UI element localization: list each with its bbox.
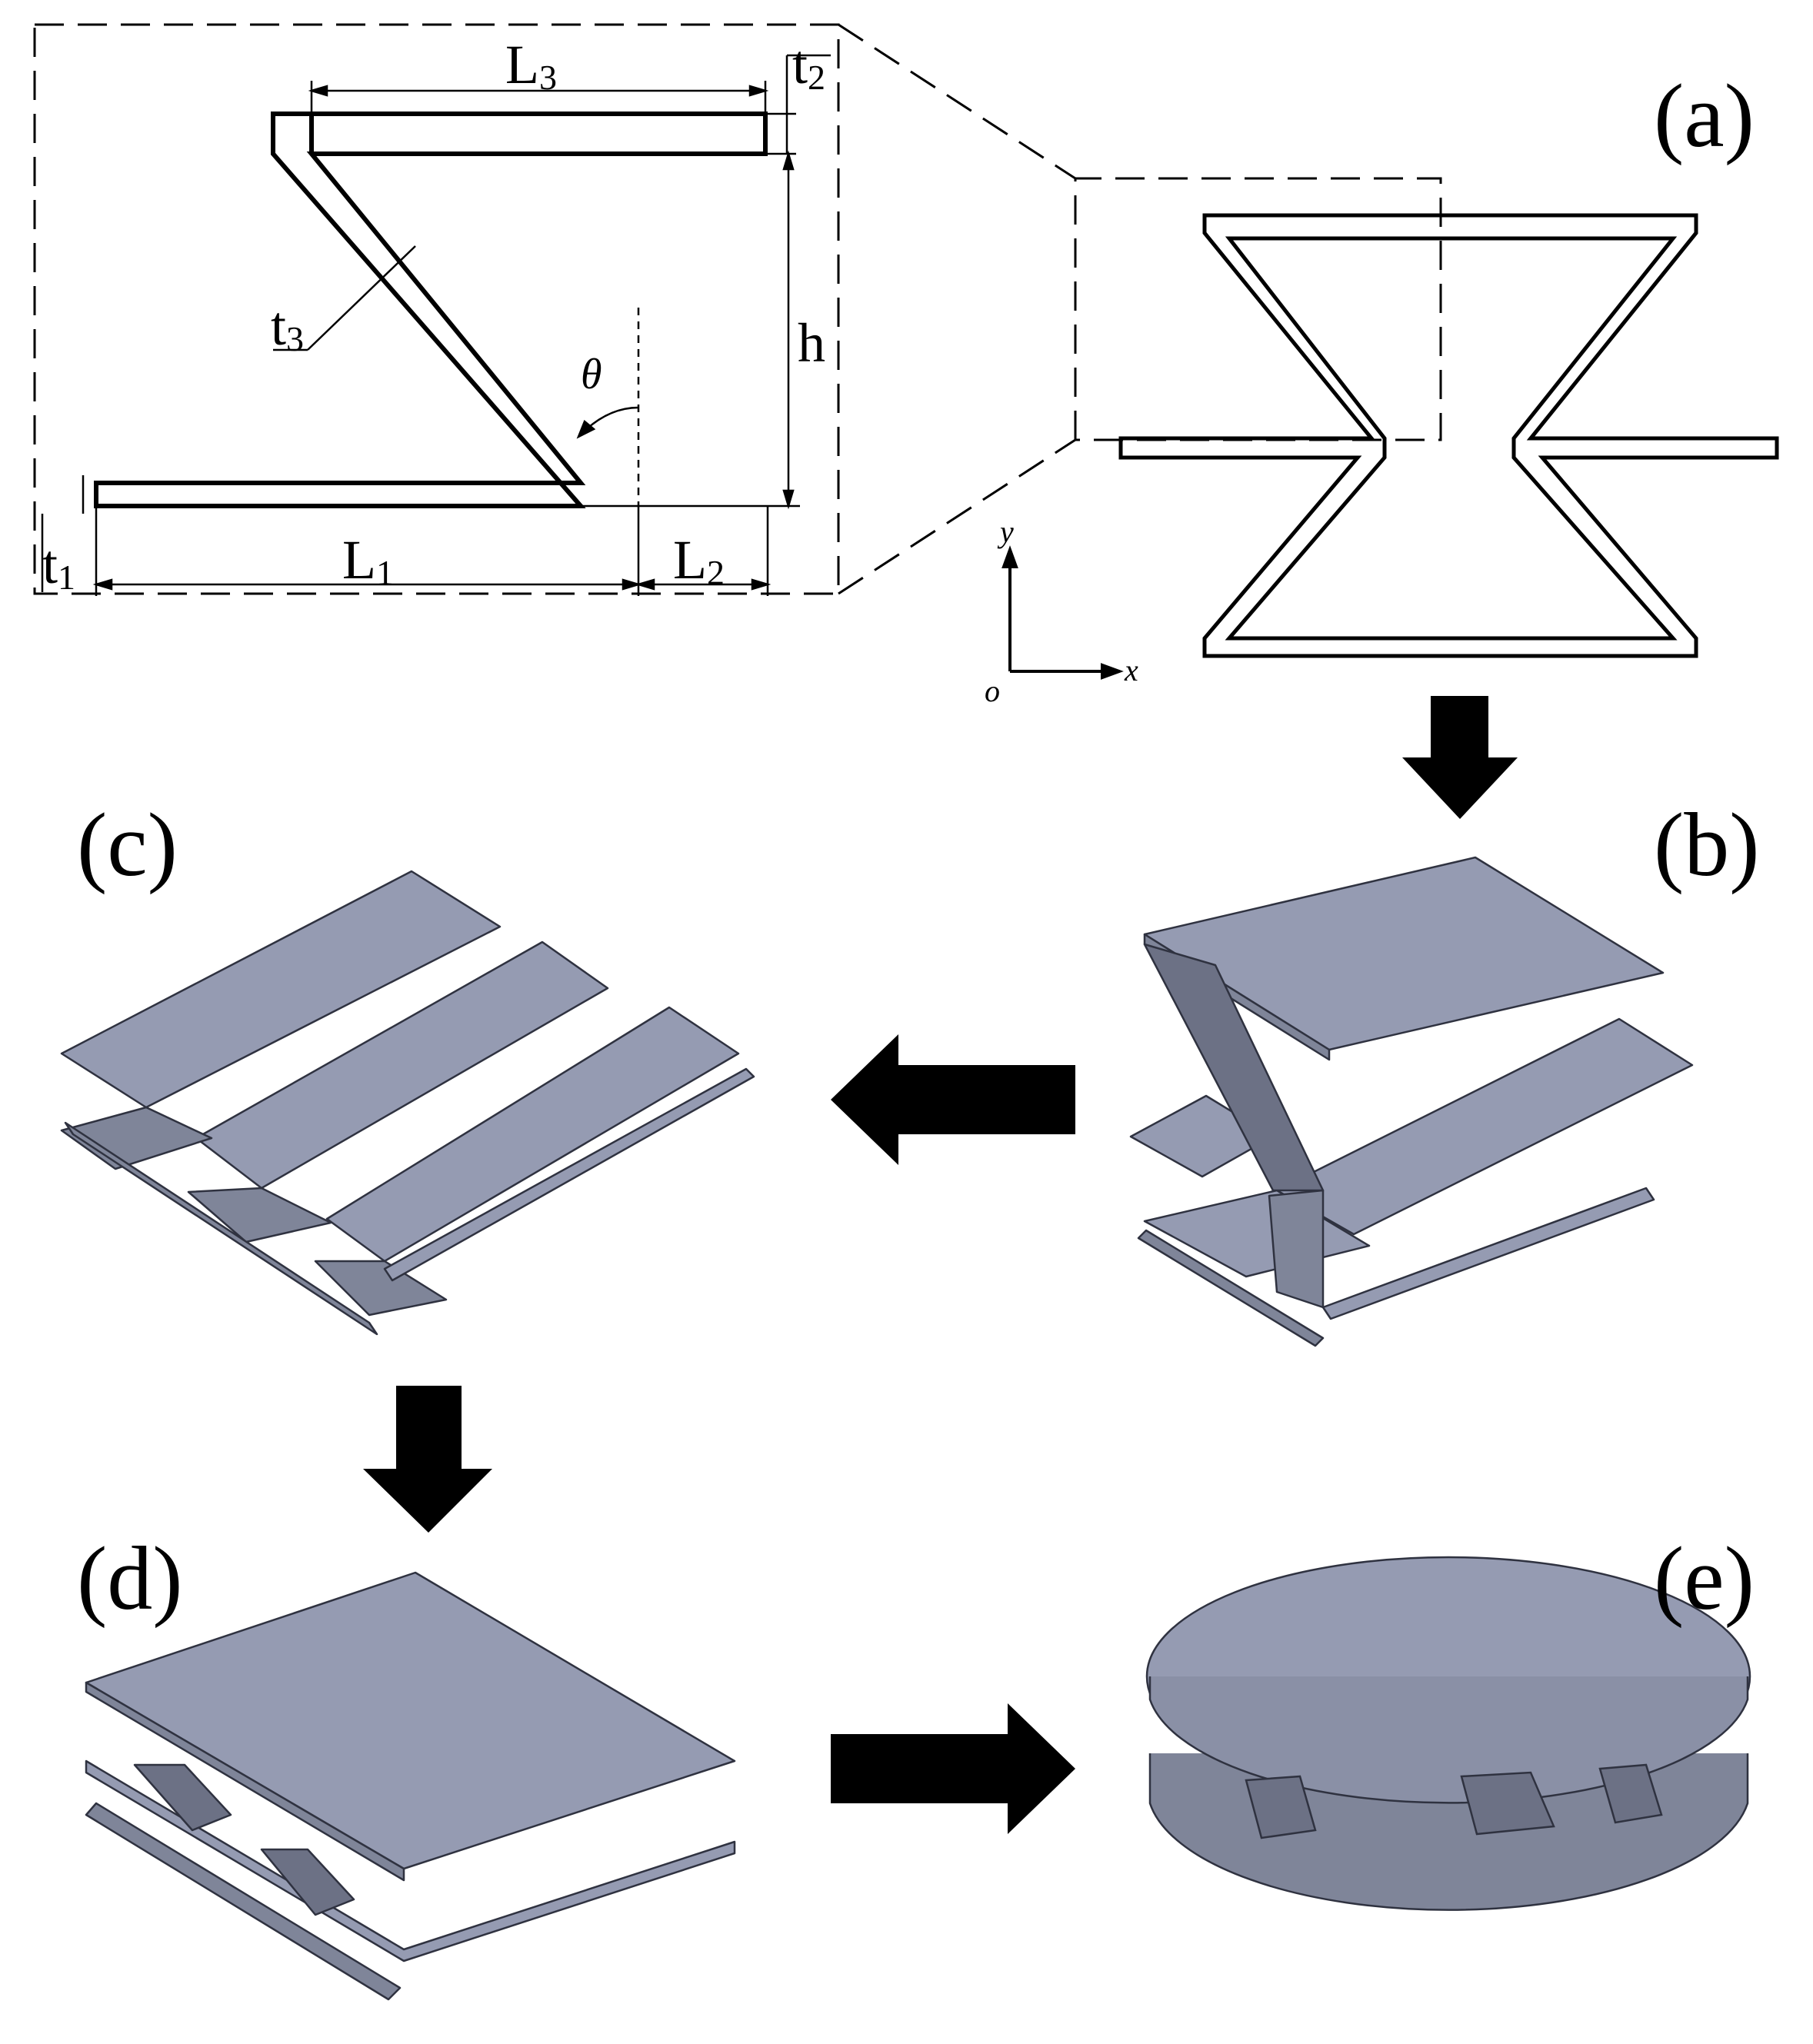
arrow-c-to-d-icon — [363, 1386, 492, 1533]
panel-e-model — [1145, 1556, 1751, 1911]
arrow-b-to-c-icon — [831, 1034, 1075, 1165]
dim-label-t1: t1 — [42, 534, 75, 597]
dim-label-t3: t3 — [271, 295, 304, 358]
panel-c-model — [60, 870, 755, 1336]
dim-label-L2: L2 — [673, 529, 725, 592]
dim-label-L1: L1 — [342, 529, 394, 592]
panel-label-b: (b) — [1654, 794, 1760, 895]
panel-d-model — [85, 1571, 736, 2001]
arrows — [363, 696, 1518, 1834]
axis-label-x: x — [1124, 653, 1138, 687]
zoom-detail-frame — [33, 23, 840, 595]
axis-label-origin: o — [985, 674, 1000, 708]
unit-cell-full — [1118, 213, 1779, 658]
dim-label-theta: θ — [581, 351, 602, 398]
unit-cell-selection-box — [1074, 177, 1442, 441]
panel-label-c: (c) — [77, 794, 178, 895]
axis-label-y: y — [997, 514, 1014, 549]
dim-label-h: h — [798, 312, 825, 374]
panel-label-a: (a) — [1654, 65, 1755, 166]
zoom-connector-top — [838, 23, 1076, 180]
arrow-a-to-b-icon — [1402, 696, 1518, 819]
z-member-detail — [94, 112, 768, 508]
panel-label-d: (d) — [77, 1528, 183, 1629]
panel-a — [33, 23, 1779, 680]
zoom-connector-bottom — [838, 438, 1076, 595]
dim-label-L3: L3 — [505, 34, 557, 97]
panel-b-model — [1129, 856, 1694, 1347]
dim-label-t2: t2 — [792, 34, 825, 97]
arrow-d-to-e-icon — [831, 1703, 1075, 1834]
dimension-lines — [41, 54, 831, 596]
coordinate-axes — [1001, 545, 1124, 680]
panel-label-e: (e) — [1654, 1528, 1755, 1629]
